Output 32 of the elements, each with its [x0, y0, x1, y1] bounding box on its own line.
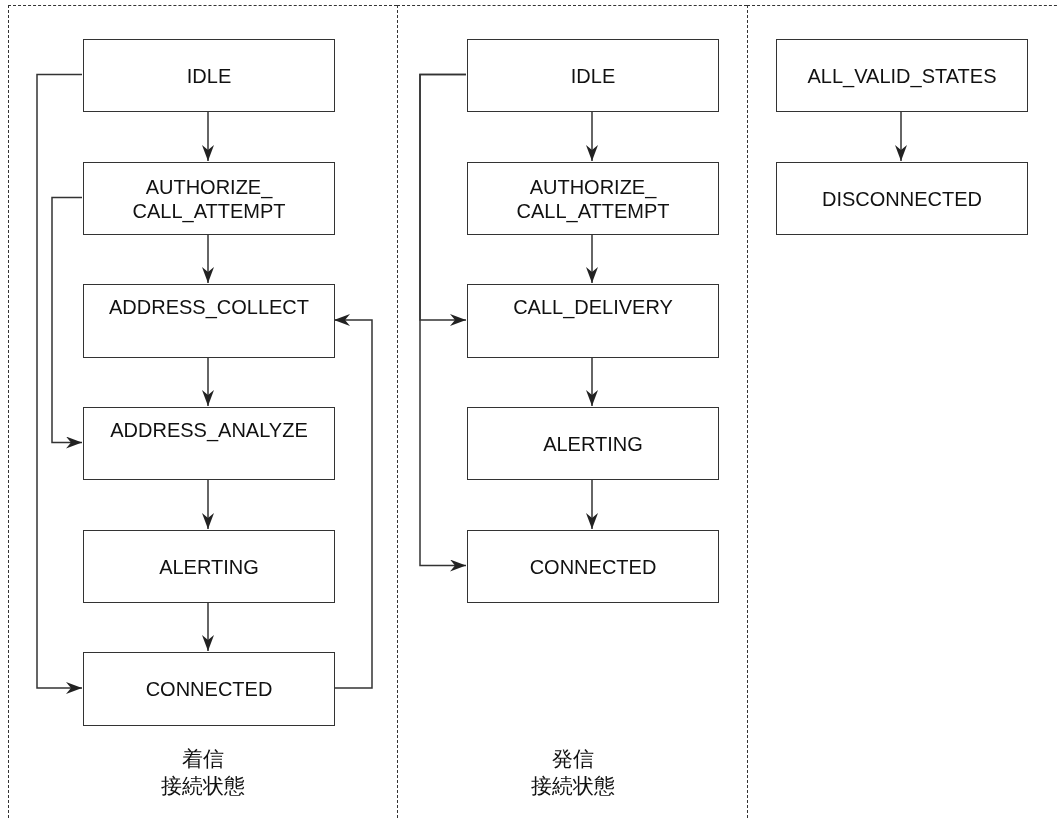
- state-box: AUTHORIZE_ CALL_ATTEMPT: [83, 162, 335, 235]
- state-box: ADDRESS_COLLECT: [83, 284, 335, 358]
- arrow: [36, 73, 83, 694]
- arrow: [51, 196, 83, 449]
- arrow: [202, 110, 214, 162]
- state-box: IDLE: [467, 39, 719, 112]
- arrow: [586, 233, 598, 284]
- swimlane-panel: [747, 5, 1058, 818]
- arrow: [202, 233, 214, 284]
- arrow: [202, 356, 214, 407]
- arrow: [419, 73, 467, 572]
- state-box: AUTHORIZE_ CALL_ATTEMPT: [467, 162, 719, 235]
- state-box: DISCONNECTED: [776, 162, 1028, 235]
- state-box: ADDRESS_ANALYZE: [83, 407, 335, 480]
- panel-caption: 着信接続状態: [160, 746, 246, 800]
- state-box: CALL_DELIVERY: [467, 284, 719, 358]
- state-box: CONNECTED: [467, 530, 719, 603]
- arrow: [895, 110, 907, 162]
- arrow: [586, 356, 598, 407]
- swimlane-panel: [397, 5, 747, 818]
- state-box: CONNECTED: [83, 652, 335, 726]
- state-box: ALL_VALID_STATES: [776, 39, 1028, 112]
- state-box: ALERTING: [467, 407, 719, 480]
- arrow: [586, 110, 598, 162]
- panel-caption: 発信接続状態: [529, 746, 616, 800]
- state-box: ALERTING: [83, 530, 335, 603]
- arrow: [202, 478, 214, 530]
- swimlane-panel: [8, 5, 397, 818]
- arrow: [202, 601, 214, 652]
- state-box: IDLE: [83, 39, 335, 112]
- arrow: [586, 478, 598, 530]
- arrow: [333, 314, 373, 689]
